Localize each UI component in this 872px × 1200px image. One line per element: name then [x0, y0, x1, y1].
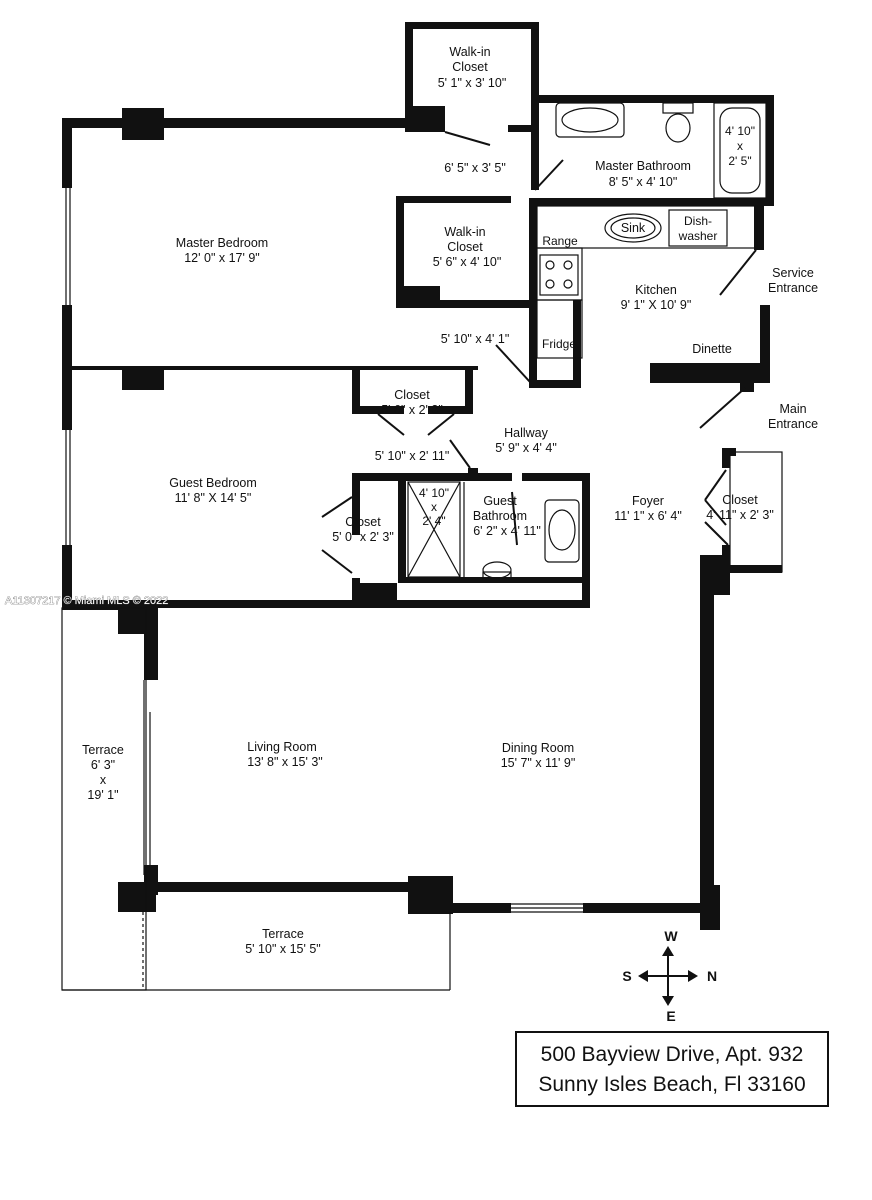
compass-arrow-left-icon [638, 970, 648, 982]
sink-label: Sink [621, 221, 646, 235]
main-entrance-label: Main Entrance [768, 402, 818, 431]
compass-arrow-up-icon [662, 946, 674, 956]
svg-text:Walk-in: Walk-in [444, 225, 485, 239]
dinette-label: Dinette [692, 342, 732, 356]
svg-text:19' 1": 19' 1" [87, 788, 118, 802]
hallway-label: Hallway 5' 9" x 4' 4" [495, 426, 557, 455]
svg-text:x: x [431, 500, 437, 514]
svg-text:9' 1" X 10' 9": 9' 1" X 10' 9" [621, 298, 692, 312]
closet-2-label: Closet 5' 0" x 2' 3" [332, 515, 394, 544]
svg-text:Closet: Closet [447, 240, 483, 254]
passage-2-label: 5' 10" x 4' 1" [441, 332, 510, 346]
closet-1-label: Closet 5' 6" x 2' 3" [381, 388, 443, 417]
svg-text:x: x [737, 139, 743, 153]
svg-text:Terrace: Terrace [262, 927, 304, 941]
svg-text:Dish-: Dish- [684, 214, 712, 228]
range-label: Range [542, 234, 578, 248]
svg-text:5' 6" x 4' 10": 5' 6" x 4' 10" [433, 255, 502, 269]
compass-arrow-down-icon [662, 996, 674, 1006]
svg-text:15' 7" x 11' 9": 15' 7" x 11' 9" [501, 756, 576, 770]
compass-north: N [707, 968, 717, 984]
dining-room-label: Dining Room 15' 7" x 11' 9" [501, 741, 576, 770]
svg-text:Foyer: Foyer [632, 494, 664, 508]
guest-bedroom-label: Guest Bedroom 11' 8" X 14' 5" [169, 476, 257, 505]
svg-text:8' 5" x 4' 10": 8' 5" x 4' 10" [609, 175, 678, 189]
compass-south: S [622, 968, 631, 984]
svg-text:Master Bedroom: Master Bedroom [176, 236, 268, 250]
passage-3-label: 5' 10" x 2' 11" [375, 449, 450, 463]
closet-3-label: Closet 4' 11" x 2' 3" [706, 493, 774, 522]
svg-text:washer: washer [678, 229, 718, 243]
fixtures [482, 102, 767, 579]
foyer-label: Foyer 11' 1" x 6' 4" [614, 494, 682, 523]
svg-text:11' 8" X 14' 5": 11' 8" X 14' 5" [175, 491, 252, 505]
svg-text:Closet: Closet [722, 493, 758, 507]
svg-text:2' 4": 2' 4" [422, 514, 445, 528]
svg-text:Service: Service [772, 266, 814, 280]
walkin-closet-2-label: Walk-in Closet 5' 6" x 4' 10" [433, 225, 502, 269]
closet-passage-label: 6' 5" x 3' 5" [444, 161, 506, 175]
walls [61, 22, 783, 991]
guest-bathroom-label: Guest Bathroom 6' 2" x 4' 11" [473, 494, 541, 538]
svg-text:4' 10": 4' 10" [419, 486, 449, 500]
compass-arrow-right-icon [688, 970, 698, 982]
terrace-bottom-label: Terrace 5' 10" x 15' 5" [245, 927, 321, 956]
terrace-side-label: Terrace 6' 3" x 19' 1" [82, 743, 124, 802]
svg-text:Walk-in: Walk-in [449, 45, 490, 59]
svg-text:Bathroom: Bathroom [473, 509, 527, 523]
master-bedroom-label: Master Bedroom 12' 0" x 17' 9" [176, 236, 268, 265]
svg-text:4' 10": 4' 10" [725, 124, 755, 138]
svg-text:12' 0" x 17' 9": 12' 0" x 17' 9" [184, 251, 260, 265]
address-line-2: Sunny Isles Beach, Fl 33160 [538, 1073, 805, 1096]
svg-text:Hallway: Hallway [504, 426, 549, 440]
dishwasher-label: Dish- washer [678, 214, 718, 243]
compass-west: W [664, 928, 678, 944]
address-box: 500 Bayview Drive, Apt. 932 Sunny Isles … [515, 1031, 829, 1107]
kitchen-label: Kitchen 9' 1" X 10' 9" [621, 283, 692, 312]
svg-text:13' 8" x 15' 3": 13' 8" x 15' 3" [247, 755, 323, 769]
svg-text:Living Room: Living Room [247, 740, 316, 754]
master-bathroom-label: Master Bathroom 8' 5" x 4' 10" [595, 159, 691, 189]
compass-east: E [666, 1008, 675, 1024]
svg-text:Terrace: Terrace [82, 743, 124, 757]
svg-text:Closet: Closet [345, 515, 381, 529]
svg-text:2' 5": 2' 5" [728, 154, 751, 168]
fridge-label: Fridge [542, 337, 576, 351]
svg-text:Entrance: Entrance [768, 417, 818, 431]
svg-text:6' 3": 6' 3" [91, 758, 115, 772]
svg-text:5' 1" x 3' 10": 5' 1" x 3' 10" [438, 76, 507, 90]
svg-text:4' 11" x 2' 3": 4' 11" x 2' 3" [706, 508, 774, 522]
address-line-1: 500 Bayview Drive, Apt. 932 [541, 1043, 804, 1066]
svg-text:Master Bathroom: Master Bathroom [595, 159, 691, 173]
svg-text:x: x [100, 773, 107, 787]
svg-text:11' 1" x 6' 4": 11' 1" x 6' 4" [614, 509, 682, 523]
walkin-closet-1-label: Walk-in Closet 5' 1" x 3' 10" [438, 45, 507, 90]
svg-text:Dining Room: Dining Room [502, 741, 574, 755]
svg-text:Main: Main [779, 402, 806, 416]
svg-text:6' 2" x 4' 11": 6' 2" x 4' 11" [473, 524, 541, 538]
svg-text:Guest Bedroom: Guest Bedroom [169, 476, 257, 490]
mls-watermark: A11307217 © Miami MLS © 2022 [5, 595, 168, 607]
svg-text:Closet: Closet [452, 60, 488, 74]
svg-text:Closet: Closet [394, 388, 430, 402]
service-entrance-label: Service Entrance [768, 266, 818, 295]
svg-text:5' 0" x 2' 3": 5' 0" x 2' 3" [332, 530, 394, 544]
svg-text:5' 10" x 15' 5": 5' 10" x 15' 5" [245, 942, 321, 956]
compass: W E S N [622, 928, 717, 1024]
living-room-label: Living Room 13' 8" x 15' 3" [247, 740, 323, 769]
svg-text:Guest: Guest [483, 494, 517, 508]
svg-text:5' 9" x 4' 4": 5' 9" x 4' 4" [495, 441, 557, 455]
tub-label: 4' 10" x 2' 5" [725, 124, 755, 168]
shower-label: 4' 10" x 2' 4" [419, 486, 449, 528]
svg-text:Entrance: Entrance [768, 281, 818, 295]
svg-text:Kitchen: Kitchen [635, 283, 677, 297]
svg-text:5' 6" x 2' 3": 5' 6" x 2' 3" [381, 403, 443, 417]
